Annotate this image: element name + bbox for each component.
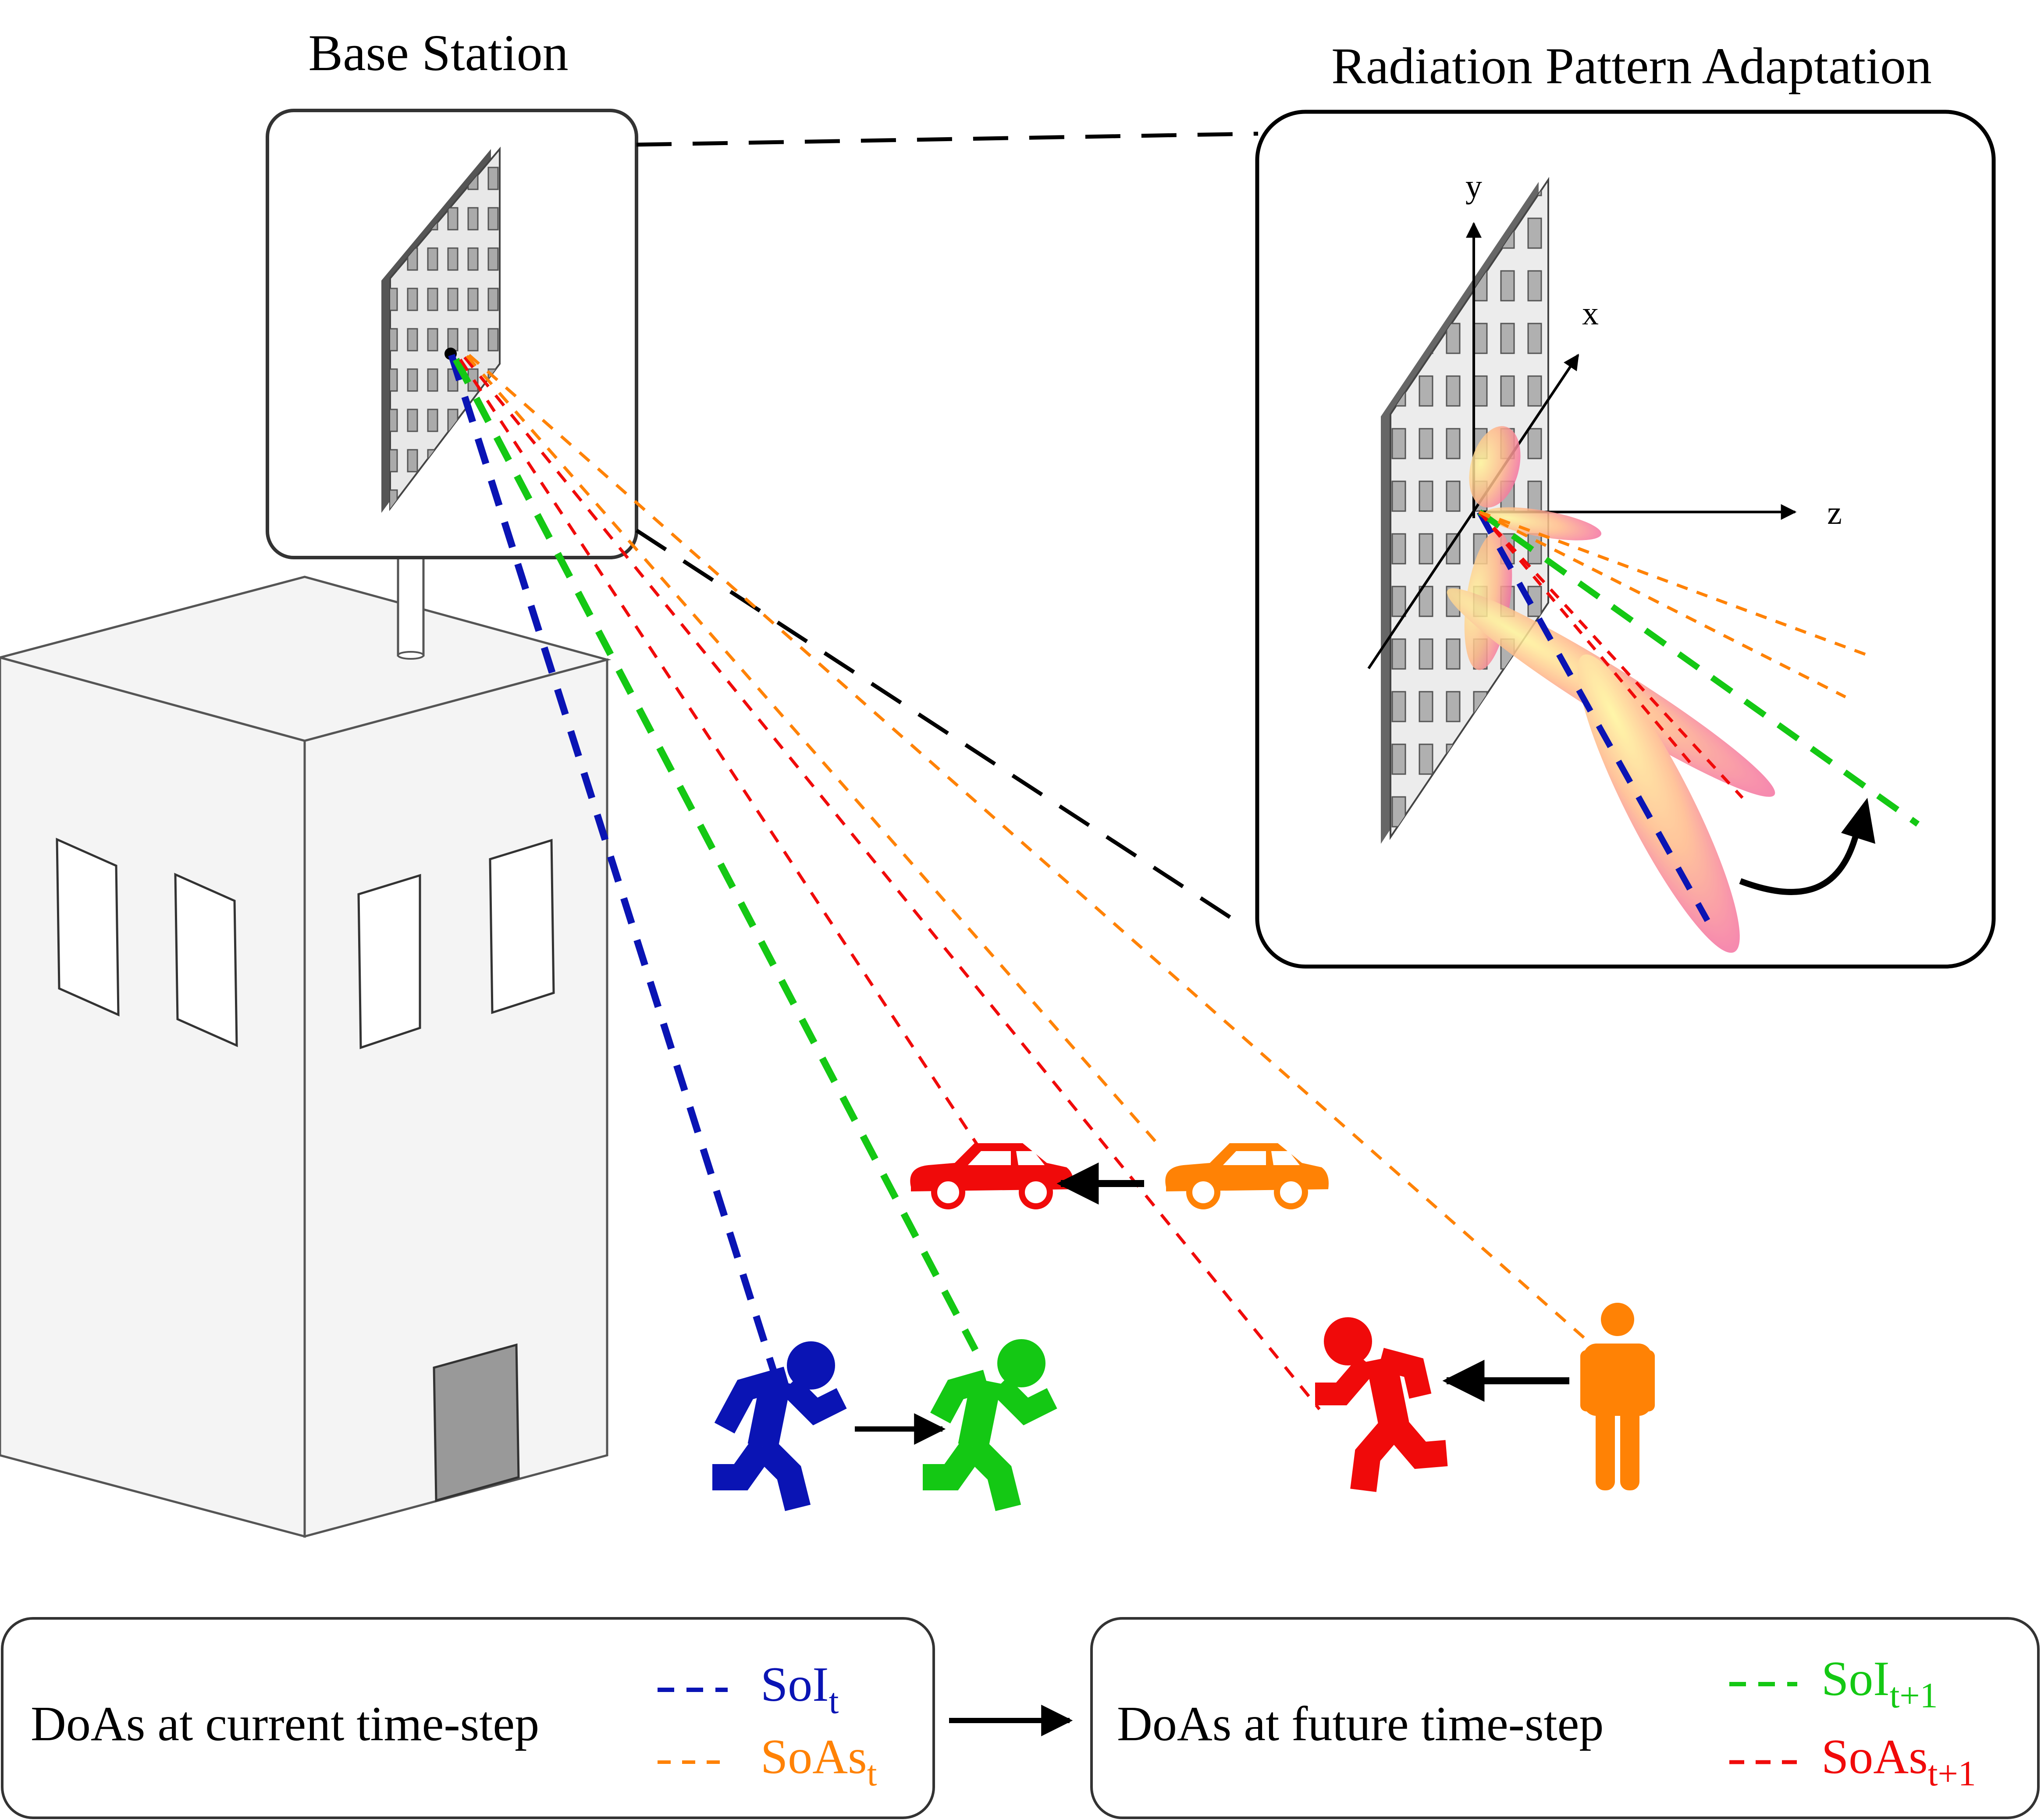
window	[489, 839, 555, 1014]
window	[56, 838, 120, 1017]
window	[357, 874, 421, 1049]
ray-soas-current	[1479, 510, 1846, 699]
radiation-title: Radiation Pattern Adaptation	[1331, 37, 1932, 95]
ray-soas-future	[459, 359, 981, 1149]
ray-soas-future	[1478, 511, 1744, 799]
ray-soas-current	[468, 354, 1597, 1349]
y-axis-label: y	[1465, 168, 1482, 205]
runner-icon	[1315, 1317, 1448, 1492]
ray-soi-future	[1477, 509, 1920, 827]
x-axis-label: x	[1582, 295, 1599, 332]
radiation-pattern-box	[1255, 110, 1996, 969]
legend-current-text: DoAs at current time-step	[31, 1697, 539, 1751]
radiation-lobes	[1447, 426, 1775, 953]
ray-soi-future	[452, 358, 979, 1352]
runner-icon	[923, 1339, 1057, 1511]
radiation-rays	[1476, 509, 1920, 922]
antenna-array-icon	[1381, 177, 1549, 844]
x-axis	[1367, 354, 1579, 669]
legend-soas-current-label: SoAst	[761, 1730, 877, 1793]
legend-soas-future-label: SoAst+1	[1821, 1730, 1976, 1793]
runner-icon	[712, 1341, 847, 1511]
arrow-icon	[1841, 798, 1875, 844]
legend-future-text: DoAs at future time-step	[1117, 1697, 1604, 1751]
legend-soi-future-label: SoIt+1	[1821, 1652, 1938, 1715]
beam-steer-arrow	[1739, 823, 1862, 895]
car-icon	[1165, 1143, 1329, 1209]
car-icon	[910, 1143, 1074, 1209]
legend-soi-current-label: SoIt	[761, 1657, 839, 1721]
ray-soi-current	[1476, 510, 1710, 922]
zoom-line-bottom	[635, 529, 1233, 920]
standing-person-icon	[1580, 1303, 1655, 1490]
legend-future-box	[1090, 1617, 2040, 1819]
doa-rays	[448, 354, 1597, 1411]
window	[174, 873, 238, 1047]
ray-soas-current	[1479, 510, 1875, 659]
legend-current-box	[1, 1617, 935, 1819]
door	[433, 1343, 520, 1502]
antenna-array-icon	[381, 146, 501, 513]
z-axis-label: z	[1827, 494, 1842, 531]
building-icon	[0, 576, 612, 1538]
ray-soas-future	[463, 356, 1321, 1411]
base-station-title: Base Station	[308, 24, 568, 82]
zoom-line-top	[636, 132, 1259, 147]
ray-soi-current	[448, 354, 782, 1386]
ray-soas-future	[1478, 511, 1693, 766]
ray-soas-current	[466, 355, 1163, 1150]
